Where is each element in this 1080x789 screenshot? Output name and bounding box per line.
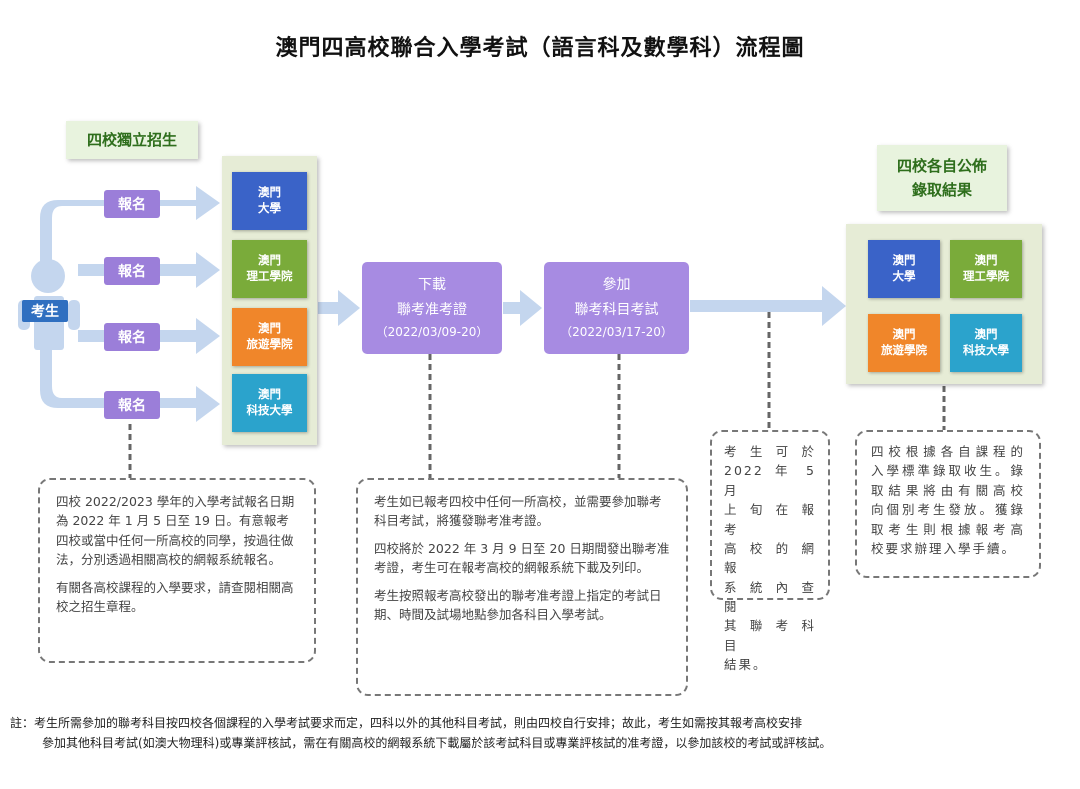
- note-paragraph: 考生如已報考四校中任何一所高校，並需要參加聯考科目考試，將獲發聯考准考證。: [374, 494, 662, 529]
- school-box-tourism: 澳門旅遊學院: [868, 314, 940, 372]
- step-subtitle: 聯考准考證: [397, 301, 467, 318]
- arrow-icon: [503, 290, 542, 326]
- step-date: （2022/03/09-20）: [375, 325, 489, 339]
- step-download-admission-ticket: 下載 聯考准考證 （2022/03/09-20）: [362, 262, 502, 354]
- arrow-icon: [40, 350, 220, 422]
- note-line: 向個別考生發放。獲錄: [871, 502, 1025, 518]
- school-box-polytechnic: 澳門理工學院: [950, 240, 1022, 298]
- note-line: 上 旬 在 報 考: [724, 502, 816, 537]
- student-label: 考生: [22, 300, 68, 322]
- school-name-line1: 澳門: [974, 327, 998, 342]
- note-line: 取考生則根據報考高: [871, 521, 1025, 537]
- note-paragraph: 四校 2022/2023 學年的入學考試報名日期為 2022 年 1 月 5 日…: [56, 494, 295, 568]
- school-name-line1: 澳門: [974, 253, 998, 268]
- note-line: 校要求辦理入學手續。: [871, 540, 1017, 556]
- arrow-icon: [40, 186, 220, 262]
- step-title: 下載: [418, 277, 446, 293]
- arrow-icon: [318, 290, 360, 326]
- independent-admission-label: 四校獨立招生: [66, 121, 198, 159]
- school-name-line1: 澳門: [258, 387, 281, 402]
- note-paragraph: 四校將於 2022 年 3 月 9 日至 20 日期間發出聯考准考證，考生可在報…: [374, 540, 670, 576]
- note-line: 高 校 的 網 報: [724, 540, 816, 576]
- note-line: 入學標準錄取收生。錄: [871, 463, 1025, 479]
- school-name-line1: 澳門: [892, 327, 916, 342]
- register-pill-must: 報名: [104, 391, 160, 419]
- step-attend-exam: 參加 聯考科目考試 （2022/03/17-20）: [544, 262, 689, 354]
- note-line: 四校根據各自課程的: [871, 444, 1025, 459]
- school-box-polytechnic: 澳門理工學院: [232, 240, 307, 298]
- footnote: 註：考生所需參加的聯考科目按四校各個課程的入學考試要求而定，四科以外的其他科目考…: [10, 714, 1075, 754]
- results-announcement-label: 四校各自公佈 錄取結果: [877, 145, 1007, 211]
- note-line: 結果。: [724, 657, 768, 673]
- note-paragraph: 考生按照報考高校發出的聯考准考證上指定的考試日期、時間及試場地點參加各科目入學考…: [374, 587, 662, 622]
- note-line: 系 統 內 查 閱: [724, 579, 816, 614]
- results-label-line2: 錄取結果: [911, 181, 972, 199]
- school-name-line1: 澳門: [892, 253, 916, 268]
- school-name-line2: 旅遊學院: [246, 337, 293, 351]
- step-date: （2022/03/17-20）: [560, 325, 673, 339]
- note-paragraph: 有關各高校課程的入學要求，請查閱相關高校之招生章程。: [56, 579, 294, 614]
- school-name-line2: 科技大學: [246, 403, 293, 417]
- page-title: 澳門四高校聯合入學考試（語言科及數學科）流程圖: [275, 36, 805, 61]
- note-line: 2022 年 5 月: [724, 463, 816, 498]
- footnote-line: 註：考生所需參加的聯考科目按四校各個課程的入學考試要求而定，四科以外的其他科目考…: [10, 716, 803, 730]
- step-title: 參加: [602, 277, 631, 293]
- note-registration: 四校 2022/2023 學年的入學考試報名日期為 2022 年 1 月 5 日…: [38, 478, 316, 663]
- note-line: 取結果將由有關高校: [871, 482, 1025, 498]
- note-line: 考 生 可 於: [724, 444, 816, 459]
- school-name-line2: 理工學院: [246, 269, 293, 283]
- note-admission-results: 四校根據各自課程的 入學標準錄取收生。錄 取結果將由有關高校 向個別考生發放。獲…: [855, 430, 1041, 578]
- school-name-line1: 澳門: [258, 321, 281, 336]
- register-pill-tourism: 報名: [104, 323, 160, 351]
- note-line: 其 聯 考 科 目: [724, 618, 816, 653]
- note-exam-results: 考 生 可 於 2022 年 5 月 上 旬 在 報 考 高 校 的 網 報 系…: [710, 430, 830, 672]
- register-pill-polytechnic: 報名: [104, 257, 160, 285]
- school-box-must: 澳門科技大學: [950, 314, 1022, 372]
- school-name-line2: 大學: [892, 269, 916, 283]
- school-name-line2: 科技大學: [963, 343, 1009, 357]
- results-label-line1: 四校各自公佈: [896, 157, 987, 175]
- note-admission-ticket: 考生如已報考四校中任何一所高校，並需要參加聯考科目考試，將獲發聯考准考證。 四校…: [356, 478, 688, 696]
- register-pill-university: 報名: [104, 190, 160, 218]
- school-name-line1: 澳門: [258, 185, 281, 200]
- school-name-line2: 旅遊學院: [881, 343, 927, 357]
- school-box-must: 澳門科技大學: [232, 374, 307, 432]
- school-name-line2: 理工學院: [963, 269, 1009, 283]
- school-box-university-of-macau: 澳門大學: [868, 240, 940, 298]
- school-name-line1: 澳門: [258, 253, 281, 268]
- arrow-icon: [690, 286, 846, 326]
- step-subtitle: 聯考科目考試: [574, 301, 659, 318]
- school-name-line2: 大學: [258, 201, 281, 215]
- school-box-tourism: 澳門旅遊學院: [232, 308, 307, 366]
- school-box-university-of-macau: 澳門大學: [232, 172, 307, 230]
- footnote-line: 參加其他科目考試(如澳大物理科)或專業評核試，需在有關高校的網報系統下載屬於該考…: [42, 735, 832, 750]
